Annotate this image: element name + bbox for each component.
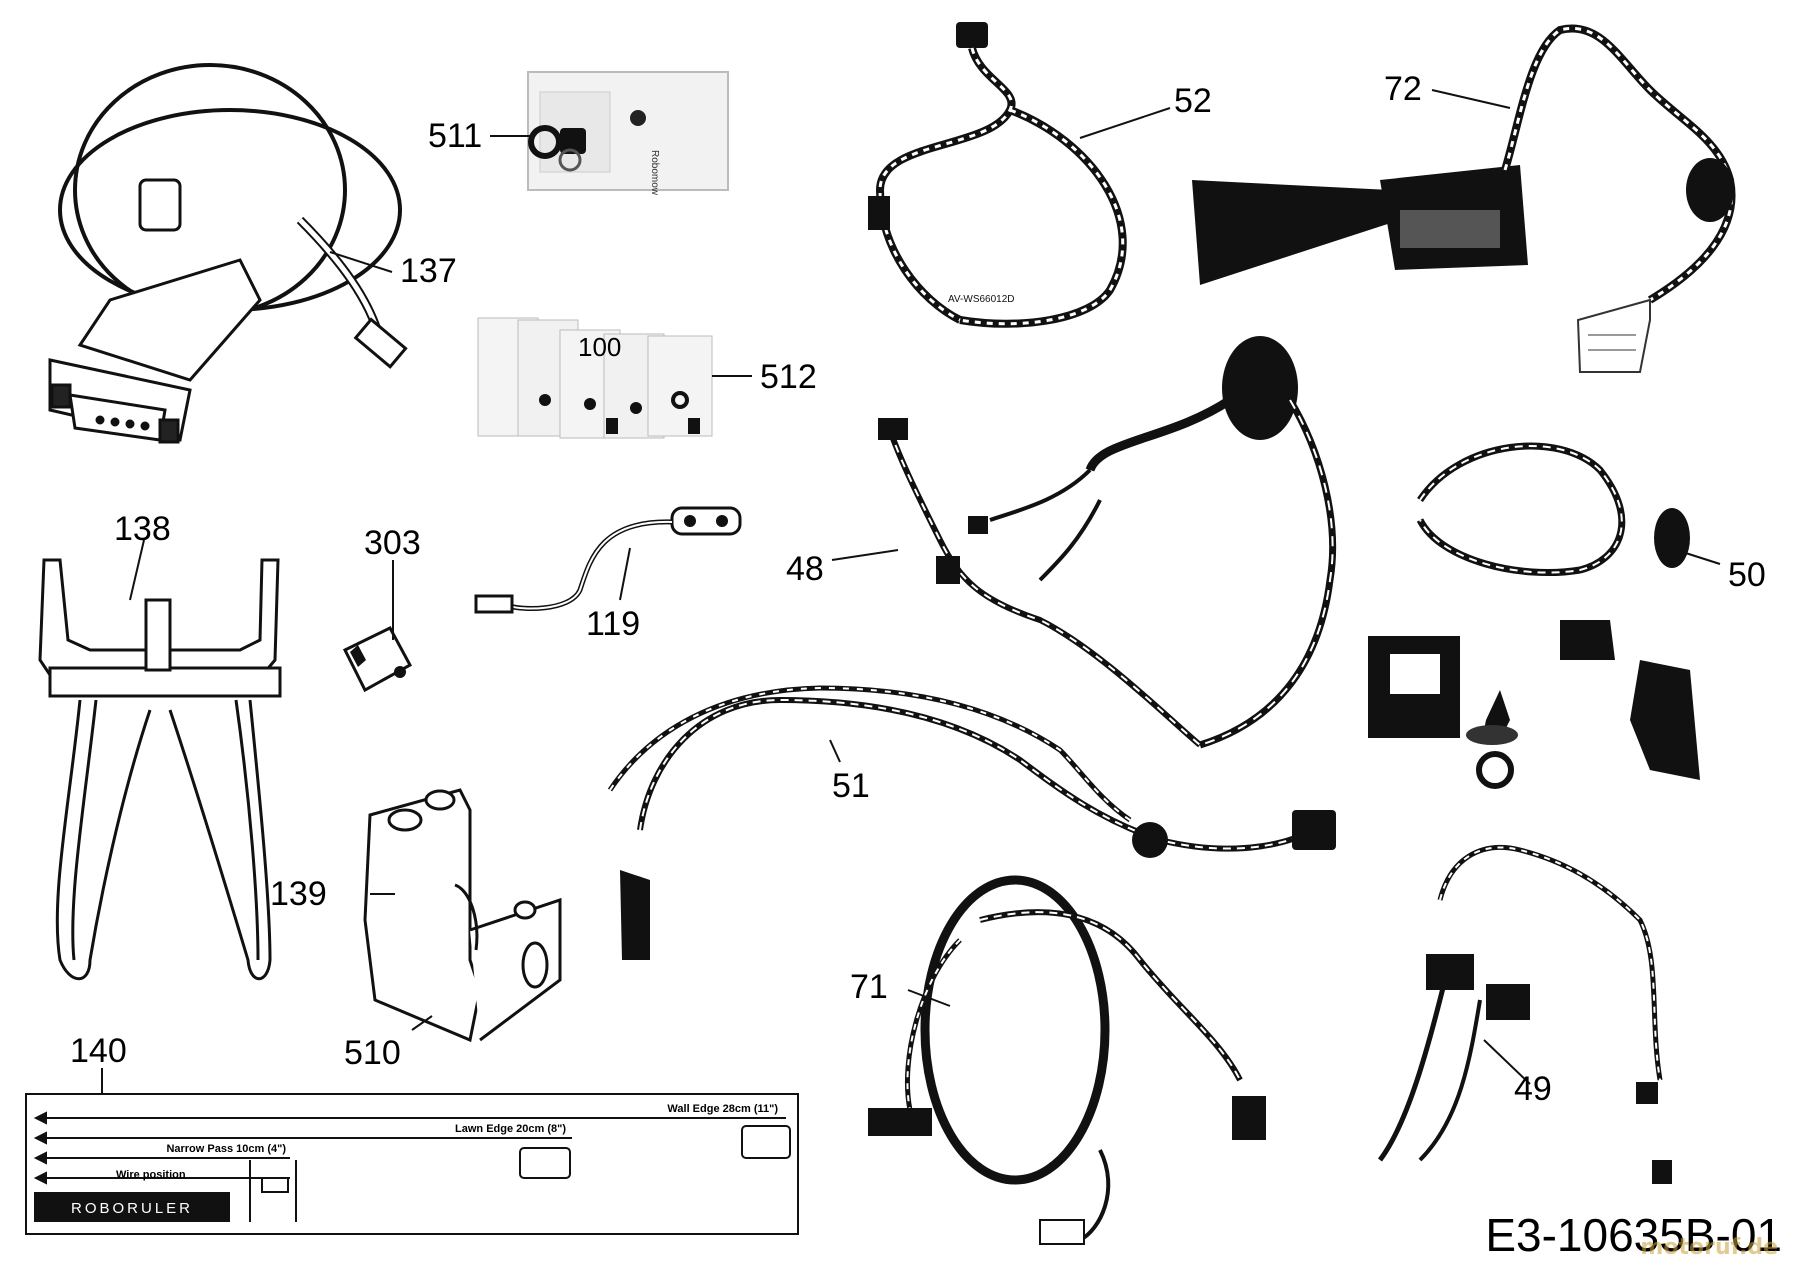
callout-137: 137 xyxy=(400,252,457,290)
part-511-screw-bag: Robomow xyxy=(527,71,729,196)
callout-512: 512 xyxy=(760,358,817,396)
part-137-serial-cable xyxy=(48,63,408,444)
callout-119: 119 xyxy=(586,605,641,643)
ruler-brand-bar xyxy=(34,1192,230,1222)
part-303-fuse xyxy=(342,626,413,693)
drawing-id: E3-10635B-01 xyxy=(1485,1209,1782,1261)
part-72-harness xyxy=(1192,24,1736,373)
part-140-ruler: Wall Edge 28cm (11") Lawn Edge 20cm (8")… xyxy=(25,1093,799,1235)
part-139-block xyxy=(363,788,562,1043)
callout-50: 50 xyxy=(1728,556,1766,594)
part-51-harness xyxy=(607,685,1336,960)
part-119-battery-clip xyxy=(474,506,742,614)
callout-139: 139 xyxy=(270,875,327,913)
ruler-wire-position-label: Wire position xyxy=(116,1169,186,1181)
cable-print-text: AV-WS66012D xyxy=(948,294,1015,305)
callout-49: 49 xyxy=(1514,1070,1552,1108)
callout-71: 71 xyxy=(850,968,888,1006)
callout-510: 510 xyxy=(344,1034,401,1072)
leader-lines xyxy=(101,89,1721,1094)
callout-511: 511 xyxy=(428,117,483,155)
part-50-harness xyxy=(1368,442,1700,789)
callout-72: 72 xyxy=(1384,70,1422,108)
callout-52: 52 xyxy=(1174,82,1212,120)
bag-brand-text: Robomow xyxy=(649,150,660,196)
ruler-lawn-edge-label: Lawn Edge 20cm (8") xyxy=(455,1123,566,1135)
callout-138: 138 xyxy=(114,510,171,548)
callout-140: 140 xyxy=(70,1032,127,1070)
watermark: motoruf.de xyxy=(1640,1235,1778,1260)
part-138-stand xyxy=(38,558,282,981)
part-71-harness xyxy=(868,875,1266,1245)
callout-303: 303 xyxy=(364,524,421,562)
callout-48: 48 xyxy=(786,550,824,588)
part-512-bag-set xyxy=(477,317,713,439)
part-48-harness xyxy=(878,336,1337,749)
ruler-brand-text: ROBORULER xyxy=(71,1200,193,1217)
part-52-harness: AV-WS66012D xyxy=(868,22,1127,328)
ruler-wall-edge-label: Wall Edge 28cm (11") xyxy=(667,1103,778,1115)
part-49-harness xyxy=(1377,844,1672,1184)
callout-100: 100 xyxy=(578,332,622,362)
callout-51: 51 xyxy=(832,767,870,805)
ruler-narrow-pass-label: Narrow Pass 10cm (4") xyxy=(166,1143,286,1155)
